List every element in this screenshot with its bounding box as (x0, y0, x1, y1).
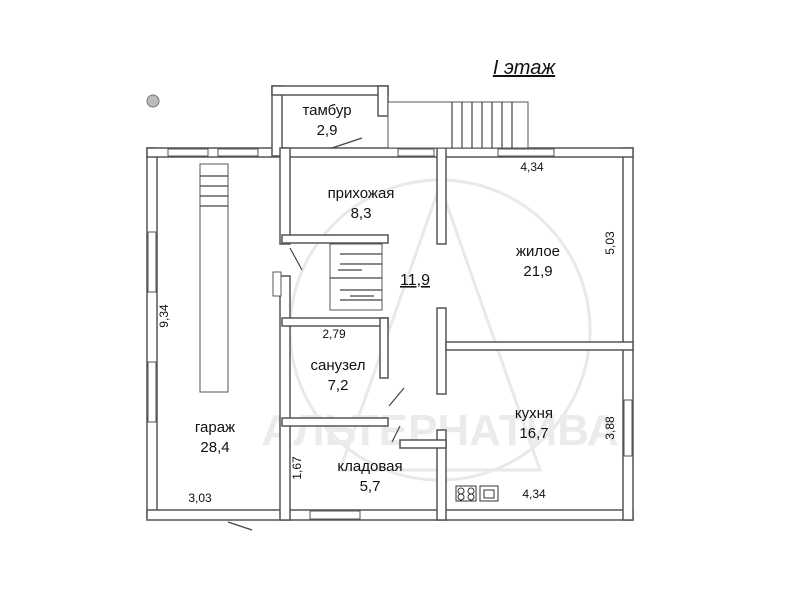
dim-storage-height: 1,67 (290, 456, 304, 480)
room-bathroom-area: 7,2 (328, 377, 349, 394)
windows (147, 148, 633, 520)
room-living-area: 21,9 (523, 263, 552, 280)
room-storage-area: 5,7 (360, 478, 381, 495)
dim-kitchen-width: 4,34 (522, 487, 546, 501)
room-storage-name: кладовая (337, 458, 402, 475)
total-area: 11,9 (400, 272, 430, 289)
sink-icon (479, 485, 499, 502)
internal-stairs (329, 243, 383, 311)
dim-living-height: 5,03 (603, 231, 617, 255)
room-hall-area: 8,3 (351, 205, 372, 222)
garage-ramp (199, 163, 229, 393)
dim-garage-length: 9,34 (157, 304, 171, 328)
stove-icon (455, 485, 477, 502)
room-living-name: жилое (516, 243, 560, 260)
room-kitchen-name: кухня (515, 405, 553, 422)
room-hall-name: прихожая (328, 185, 395, 202)
room-kitchen-area: 16,7 (519, 425, 548, 442)
room-tambur-area: 2,9 (317, 122, 338, 139)
walls (146, 85, 634, 521)
room-garage-area: 28,4 (200, 439, 229, 456)
room-bathroom-name: санузел (311, 357, 366, 374)
dim-garage-width: 3,03 (188, 491, 212, 505)
dim-kitchen-height: 3,88 (603, 416, 617, 440)
dim-living-width: 4,34 (520, 160, 544, 174)
room-tambur-name: тамбур (302, 102, 351, 119)
room-garage-name: гараж (195, 419, 235, 436)
compass-marker (146, 94, 160, 108)
dim-bathroom-width: 2,79 (322, 327, 346, 341)
porch-stairs (387, 101, 529, 149)
floor-title: I этаж (493, 57, 557, 79)
